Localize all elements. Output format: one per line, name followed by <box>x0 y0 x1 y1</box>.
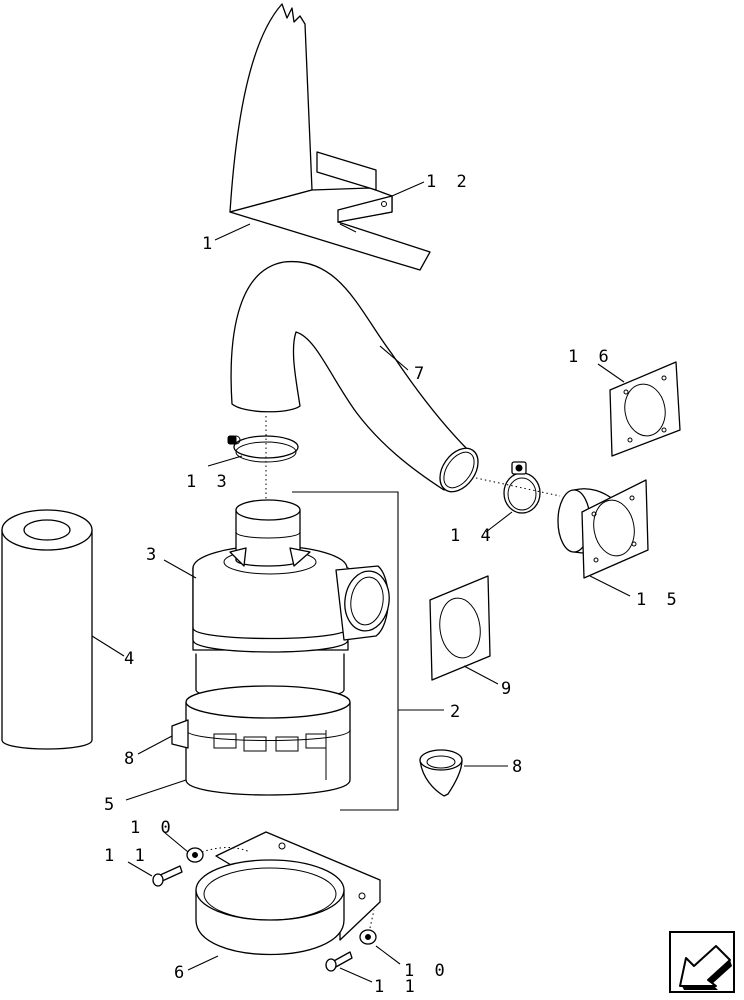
callout-12: 1 2 <box>426 172 472 192</box>
part-8-valve <box>419 749 463 797</box>
part-2-bracket-line <box>292 491 399 811</box>
part-7-hose <box>230 261 479 493</box>
bolt-11-lower <box>325 951 353 972</box>
callout-5: 5 <box>104 795 119 815</box>
callout-10-lower: 1 0 <box>404 961 450 981</box>
callout-14: 1 4 <box>450 526 496 546</box>
part-5-dust-cup <box>171 685 351 796</box>
callout-11-lower: 1 1 <box>374 977 420 997</box>
washer-10-upper <box>186 847 204 863</box>
bolt-11-upper <box>152 865 183 887</box>
callout-13: 1 3 <box>186 472 232 492</box>
part-13-clamp <box>227 435 299 463</box>
return-arrow-icon[interactable] <box>669 931 735 993</box>
leader-lines <box>91 181 631 983</box>
part-1-bracket <box>229 3 431 271</box>
part-4-filter <box>1 509 93 750</box>
callout-11-upper: 1 1 <box>104 846 150 866</box>
part-3-air-cleaner <box>192 499 390 700</box>
callout-16: 1 6 <box>568 347 614 367</box>
callout-15: 1 5 <box>636 590 682 610</box>
callout-9: 9 <box>501 679 516 699</box>
callout-8-right: 8 <box>512 757 527 777</box>
part-9-gasket <box>429 575 491 681</box>
washer-10-lower <box>359 929 377 945</box>
callout-3: 3 <box>146 545 161 565</box>
part-15-flange <box>557 479 649 579</box>
callout-1: 1 <box>202 234 217 254</box>
callout-4: 4 <box>124 649 139 669</box>
callout-10-upper: 1 0 <box>130 818 176 838</box>
part-6-band <box>195 831 381 956</box>
callout-8-left: 8 <box>124 749 139 769</box>
part-14-clamp <box>503 461 541 514</box>
part-16-plate <box>609 361 681 457</box>
callout-6: 6 <box>174 963 189 983</box>
callout-7: 7 <box>414 364 429 384</box>
callout-2: 2 <box>450 702 465 722</box>
